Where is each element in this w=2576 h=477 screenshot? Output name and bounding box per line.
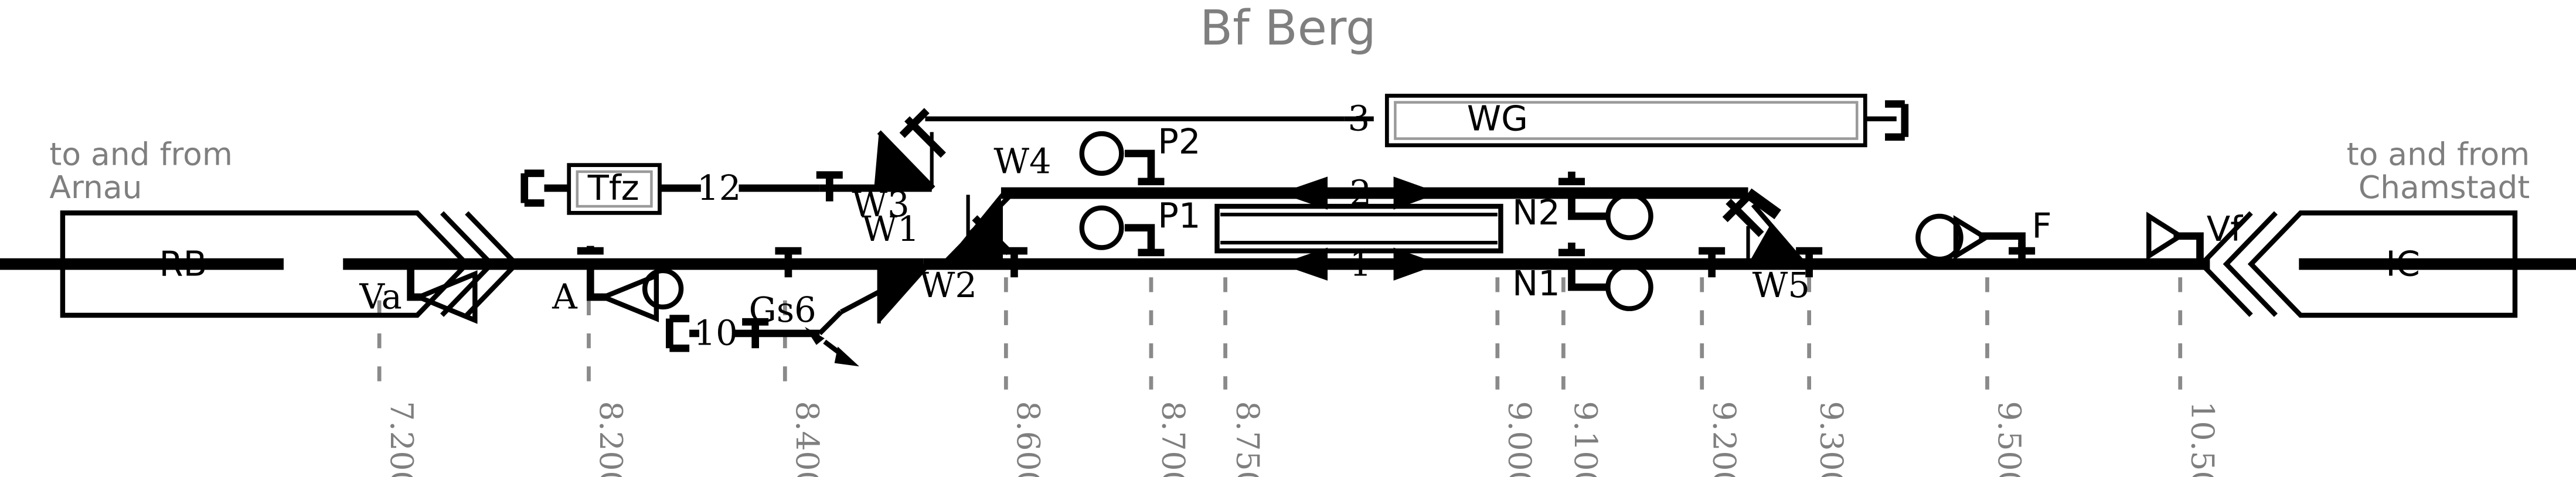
- signal-n1[interactable]: [1558, 243, 1653, 311]
- signal-a-label: A: [552, 277, 578, 317]
- km-label: 8.200: [593, 401, 629, 477]
- track-2-direction-arrows: [1280, 176, 1440, 210]
- main-line-track-2: [1001, 187, 1781, 220]
- track-clearance-markers: [775, 247, 1823, 278]
- signal-f[interactable]: [1915, 213, 2036, 264]
- signal-a[interactable]: [577, 246, 684, 322]
- km-label: 9.000: [1502, 401, 1539, 477]
- km-label: 8.750: [1229, 401, 1266, 477]
- switch-gs6-label: Gs6: [749, 289, 816, 330]
- km-labels: 7.200 8.200 8.400 8.600 8.700 8.750 9.00…: [383, 401, 2221, 477]
- signal-n1-label: N1: [1512, 263, 1560, 304]
- track-1-direction-arrows: [1280, 247, 1440, 281]
- switch-w3-label: W3: [852, 184, 909, 224]
- shed-wg-inner: [1394, 101, 1859, 140]
- signal-f-label: F: [2031, 206, 2051, 246]
- signal-n2-label: N2: [1512, 192, 1560, 233]
- track-3-label: 3: [1348, 98, 1370, 138]
- km-label: 10.500: [2184, 401, 2221, 477]
- switch-w2-label: W2: [920, 265, 977, 305]
- signal-n2[interactable]: [1558, 171, 1653, 240]
- track-10-label: 10: [694, 313, 738, 353]
- signal-vf[interactable]: [2146, 212, 2204, 264]
- switch-w1[interactable]: [840, 261, 933, 324]
- signal-p2-label: P2: [1158, 121, 1200, 162]
- shed-tfz-inner: [576, 170, 653, 208]
- train-box-rb-label: RB: [159, 243, 207, 284]
- endpoint-left-line2: Arnau: [49, 169, 142, 206]
- km-label: 9.500: [1991, 401, 2028, 477]
- track-3-group: [925, 93, 1909, 148]
- km-label: 8.400: [789, 401, 826, 477]
- shed-tfz-label: Tfz: [587, 168, 639, 208]
- platform-island: [1214, 203, 1503, 254]
- endpoint-left-line1: to and from: [49, 136, 233, 173]
- signal-va[interactable]: [407, 264, 478, 324]
- track-10-group: [666, 315, 820, 352]
- switch-w4[interactable]: [950, 193, 1012, 264]
- signal-p1[interactable]: [1079, 205, 1165, 257]
- km-label: 8.600: [1010, 401, 1047, 477]
- shed-wg-label: WG: [1467, 98, 1528, 138]
- track-12-label: 12: [697, 168, 741, 208]
- km-label: 9.300: [1813, 401, 1850, 477]
- km-label: 9.100: [1567, 401, 1604, 477]
- signal-p2[interactable]: [1079, 131, 1165, 186]
- endpoint-right-line2: Chamstadt: [2359, 169, 2530, 206]
- km-marker-lines: [377, 277, 2183, 390]
- switch-w5[interactable]: [1722, 193, 1806, 266]
- train-box-ic: [2198, 210, 2518, 318]
- endpoint-right-line1: to and from: [2347, 136, 2530, 173]
- train-box-ic-label: IC: [2386, 243, 2420, 284]
- switch-w3[interactable]: [874, 108, 946, 190]
- switch-w4-label: W4: [993, 141, 1051, 182]
- switch-gs6[interactable]: [805, 310, 859, 367]
- page-title: Bf Berg: [1200, 1, 1376, 56]
- km-label: 7.200: [383, 401, 420, 477]
- km-label: 8.700: [1155, 401, 1192, 477]
- km-label: 9.200: [1706, 401, 1743, 477]
- switch-w5-label: W5: [1753, 265, 1810, 305]
- signal-p1-label: P1: [1158, 196, 1200, 236]
- switch-w1-label: W1: [862, 209, 919, 249]
- signal-va-label: Va: [359, 277, 401, 317]
- track-12-group: [520, 163, 820, 215]
